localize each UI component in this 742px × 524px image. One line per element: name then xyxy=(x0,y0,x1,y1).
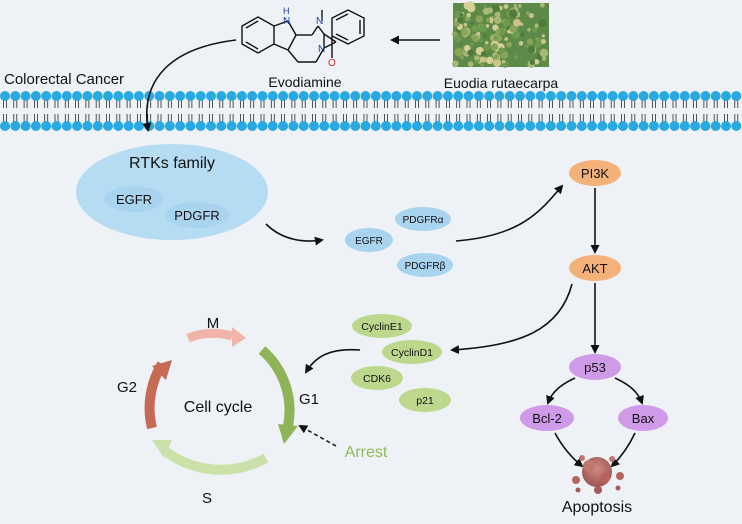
apoptotic-cell-image xyxy=(572,455,624,494)
plant-image xyxy=(451,1,549,68)
plant-label: Euodia rutaecarpa xyxy=(444,75,559,91)
rtk-to-receptors-arrow xyxy=(265,223,324,246)
context-label: Colorectal Cancer xyxy=(4,71,124,88)
bax-label: Bax xyxy=(632,411,655,426)
akt-label: AKT xyxy=(582,261,607,276)
bax-to-apoptosis-arrow xyxy=(610,432,636,468)
receptors-to-pi3k-arrow xyxy=(455,184,564,242)
cyclin-e1-node xyxy=(352,314,412,338)
cyclin-d1-label: CyclinD1 xyxy=(391,347,433,359)
atom-n-ring-label: N xyxy=(318,44,325,55)
receptor-pdgfra-ellipse xyxy=(395,207,451,231)
bcl2-node xyxy=(520,405,574,431)
evodiamine-structure xyxy=(241,9,365,63)
p53-label: p53 xyxy=(584,360,606,375)
rtk-egfr-label: EGFR xyxy=(116,192,152,207)
pi3k-label: PI3K xyxy=(581,166,610,181)
atom-o-label: O xyxy=(328,58,336,69)
atom-n-methyl-label: N xyxy=(316,16,323,27)
akt-to-regulators-arrow xyxy=(450,283,573,355)
receptor-pdgfra-label: PDGFRα xyxy=(403,215,444,226)
atom-h-label: H xyxy=(283,6,290,16)
cdk6-node xyxy=(351,366,403,390)
p21-label: p21 xyxy=(416,395,434,407)
bcl2-label: Bcl-2 xyxy=(532,411,562,426)
compound-to-cell-arrow xyxy=(142,39,237,132)
regulators-to-cycle-arrow xyxy=(304,348,361,374)
rtk-pdgfr-label: PDGFR xyxy=(174,208,220,223)
receptor-egfr-ellipse xyxy=(345,228,393,252)
apoptosis-label: Apoptosis xyxy=(562,499,632,516)
phase-g1-label: G1 xyxy=(299,391,319,408)
atom-nh-label: N xyxy=(283,16,290,27)
receptor-pdgfrb-ellipse xyxy=(397,253,453,277)
rtk-egfr-ellipse xyxy=(104,186,164,212)
receptor-egfr-label: EGFR xyxy=(355,236,383,247)
receptor-pdgfrb-label: PDGFRβ xyxy=(405,261,446,272)
cell-cycle-title: Cell cycle xyxy=(184,399,253,416)
rtk-family-label: RTKs family xyxy=(129,155,215,172)
phase-s-label: S xyxy=(202,490,212,507)
rtk-pdgfr-ellipse xyxy=(165,202,229,228)
phase-g2-label: G2 xyxy=(117,379,137,396)
phase-m-label: M xyxy=(207,315,220,332)
bax-node xyxy=(618,405,668,431)
evodiamine-label: Evodiamine xyxy=(268,74,341,90)
bcl2-to-apoptosis-arrow xyxy=(554,432,584,468)
cyclin-d1-node xyxy=(382,340,442,364)
p53-to-bcl2-arrow xyxy=(546,377,576,405)
p53-to-bax-arrow xyxy=(614,377,644,405)
cell-cycle-ring xyxy=(144,327,298,475)
p53-node xyxy=(569,354,621,380)
cyclin-e1-label: CyclinE1 xyxy=(361,321,403,333)
p21-node xyxy=(399,388,451,412)
akt-node xyxy=(569,255,621,281)
pi3k-node xyxy=(569,160,621,186)
arrest-arrow xyxy=(298,425,337,447)
cdk6-label: CDK6 xyxy=(363,373,391,385)
arrest-label: Arrest xyxy=(345,444,388,461)
cell-membrane xyxy=(0,91,742,131)
